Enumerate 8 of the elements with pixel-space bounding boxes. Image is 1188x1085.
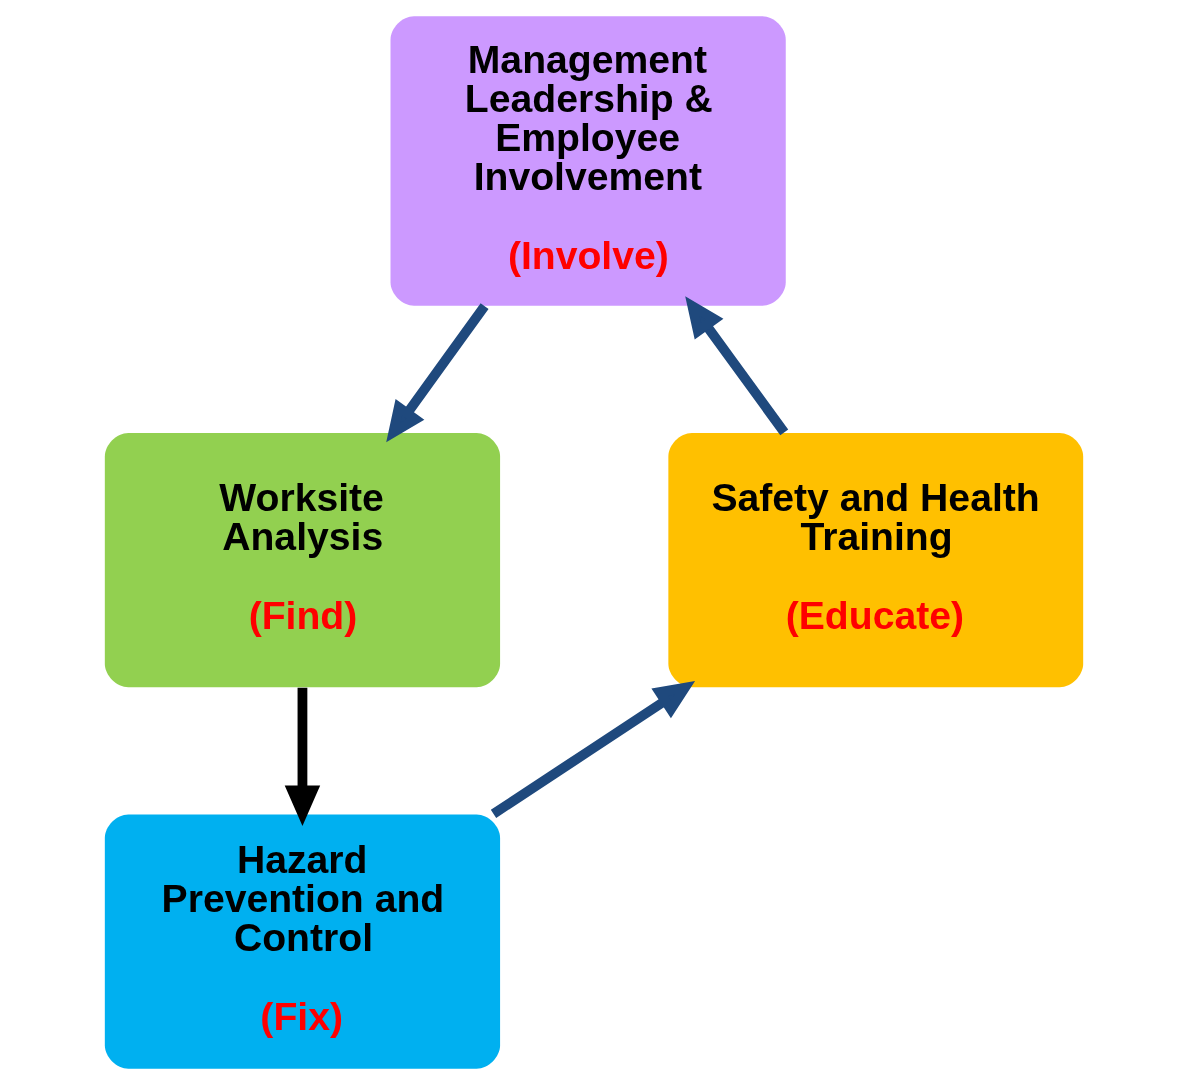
arrow (284, 687, 321, 827)
node-box: Hazard Prevention and Control (Fix) (104, 814, 501, 1069)
arrow (490, 681, 696, 818)
arrow (685, 296, 789, 436)
arrow (386, 303, 489, 443)
node-box: Worksite Analysis (Find) (104, 432, 501, 688)
node-box: Safety and Health Training (Educate) (668, 432, 1084, 688)
node-box: Management Leadership & Employee Involvement (Involve) (390, 16, 786, 306)
